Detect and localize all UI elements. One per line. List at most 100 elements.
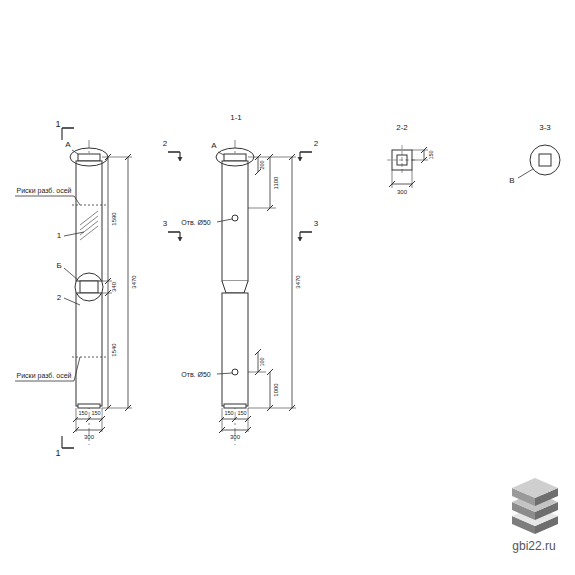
- dimension-text: 3470: [131, 275, 137, 288]
- dimension-text: 150: [90, 411, 101, 417]
- hole-note: Отв. Ø50: [181, 219, 211, 226]
- part-hatch: [80, 211, 98, 225]
- dimension-tick: [267, 205, 273, 211]
- note-text: Риски разб. осей: [17, 187, 72, 194]
- top-plate: [224, 154, 246, 161]
- section-letter: 2: [314, 140, 318, 148]
- dimension-text: 1540: [111, 343, 117, 356]
- section-core: [539, 154, 551, 166]
- dimension-tick: [255, 349, 261, 355]
- leader-line: [15, 196, 74, 197]
- section-letter: 3: [163, 220, 167, 228]
- leader-line: [518, 169, 533, 178]
- dimension-tick: [267, 154, 273, 160]
- dimension-line: [108, 157, 109, 408]
- column-lower: [76, 293, 102, 406]
- leader-line: [217, 219, 232, 222]
- dimension-tick: [105, 278, 111, 284]
- dimension-tick: [245, 416, 251, 422]
- section-arrowhead: [178, 237, 182, 241]
- section-mark: [300, 151, 312, 153]
- dimension-text: 1590: [111, 212, 117, 225]
- section-title: 1-1: [230, 114, 242, 122]
- leader-line: [64, 232, 84, 236]
- section-number: 1: [55, 449, 60, 458]
- watermark: gbi22.ru: [512, 540, 555, 552]
- dimension-line: [292, 157, 293, 408]
- leader-line: [217, 373, 232, 374]
- section-number: 1: [55, 120, 60, 129]
- base-plate: [78, 404, 100, 408]
- extension-line: [392, 170, 393, 188]
- dimension-tick: [125, 154, 131, 160]
- section-mark: [168, 151, 180, 153]
- dimension-text: 150: [223, 411, 234, 417]
- dimension-line: [424, 150, 425, 160]
- dimension-tick: [125, 405, 131, 411]
- part-number: 2: [57, 294, 61, 302]
- leader-line: [15, 381, 74, 382]
- extension-line: [248, 157, 296, 158]
- dimension-line: [222, 430, 248, 431]
- dimension-line: [76, 430, 102, 431]
- callout-letter: Б: [56, 262, 61, 270]
- hole: [232, 215, 238, 221]
- dimension-line: [258, 157, 259, 172]
- dimension-text: 200: [260, 160, 266, 169]
- callout-letter: В: [509, 177, 514, 185]
- dimension-text: 150: [429, 150, 435, 159]
- extension-line: [412, 170, 413, 188]
- dimension-text: 340: [111, 282, 117, 292]
- axis-line: [402, 145, 403, 175]
- leader-line: [74, 357, 80, 381]
- section-title: 2-2: [396, 124, 408, 132]
- section-outline: [530, 145, 560, 175]
- dimension-tick: [255, 369, 261, 375]
- dimension-tick: [289, 405, 295, 411]
- dimension-line: [270, 372, 271, 408]
- column-joint: [80, 281, 98, 293]
- section-letter: 3: [314, 220, 318, 228]
- extension-line: [248, 208, 276, 209]
- extension-line: [248, 408, 296, 409]
- dimension-tick: [219, 427, 225, 433]
- section-arrowhead: [298, 237, 302, 241]
- dimension-text: 1000: [273, 383, 279, 396]
- dimension-tick: [73, 427, 79, 433]
- logo-plate: [512, 478, 558, 498]
- dimension-tick: [421, 157, 427, 163]
- callout-circle: [75, 273, 103, 301]
- dimension-tick: [245, 427, 251, 433]
- section-line: [62, 127, 74, 129]
- dimension-tick: [232, 416, 238, 422]
- dimension-line: [128, 157, 129, 408]
- dimension-text: 100: [260, 357, 266, 366]
- column-upper: [76, 161, 102, 281]
- dimension-line: [270, 157, 271, 208]
- section-arrowhead: [298, 157, 302, 161]
- section-letter: 2: [163, 140, 167, 148]
- column-joint: [222, 281, 248, 293]
- leader-line: [218, 152, 224, 155]
- base-plate: [224, 404, 246, 408]
- dimension-tick: [105, 290, 111, 296]
- dimension-text: 1100: [273, 177, 279, 190]
- dimension-text: 150: [77, 411, 88, 417]
- dimension-tick: [255, 169, 261, 175]
- hole: [232, 369, 238, 375]
- section-mark: [168, 231, 180, 233]
- section-line: [61, 128, 62, 140]
- extension-line: [412, 150, 428, 151]
- section-mark: [300, 231, 312, 233]
- dimension-tick: [267, 405, 273, 411]
- top-plate: [78, 154, 100, 161]
- dimension-text: 300: [397, 189, 407, 195]
- leader-line: [64, 268, 78, 280]
- section-line: [62, 447, 74, 449]
- dimension-tick: [255, 154, 261, 160]
- dimension-tick: [267, 369, 273, 375]
- dimension-tick: [219, 416, 225, 422]
- callout-letter: А: [65, 141, 70, 149]
